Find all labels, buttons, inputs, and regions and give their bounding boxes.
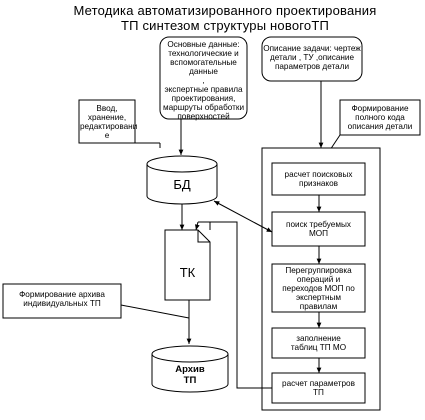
archive-cylinder	[151, 345, 229, 393]
tk-document-fold	[197, 230, 210, 243]
step-line: экспертным	[295, 293, 342, 302]
basic-data-box	[159, 36, 248, 120]
full-code-line: Формирование	[351, 104, 409, 113]
step-line: расчет параметров	[282, 379, 355, 388]
step-1-text: расчет поисковых признаков	[272, 170, 365, 188]
archive-line: Архив	[175, 364, 205, 375]
task-line: детали , ТУ ,описание	[269, 53, 355, 62]
input-storage-line: редактировани	[80, 122, 138, 131]
full-code-line: полного кода	[355, 113, 405, 122]
basic-data-line: поверхностей	[177, 112, 230, 121]
task-line: Описание задачи: чертеж	[263, 44, 361, 53]
basic-data-line: маршруты обработки	[162, 103, 245, 112]
full-code-text: Формирование полного кода описания детал…	[340, 104, 420, 131]
archive-form-line: Формирование архива	[19, 290, 105, 299]
step-line: поиск требуемых	[286, 220, 351, 229]
full-code-line: описания детали	[347, 122, 413, 131]
basic-data-line: экспертные правила	[164, 85, 243, 94]
step-box-5	[271, 372, 366, 404]
archive-line: ТП	[183, 375, 197, 386]
step-line: переходов МОП по	[282, 284, 355, 293]
archive-form-text: Формирование архива индивидуальных ТП	[3, 290, 121, 308]
task-description-text: Описание задачи: чертеж детали , ТУ ,опи…	[262, 44, 362, 71]
step-2-text: поиск требуемых МОП	[272, 220, 365, 238]
input-storage-line: Ввод,	[96, 104, 118, 113]
diagram-title-line-1: Методика автоматизированного проектирова…	[73, 3, 377, 18]
step-line: таблиц ТП МО	[290, 343, 347, 352]
basic-data-line: технологические и	[168, 49, 239, 58]
step-4-text: заполнение таблиц ТП МО	[272, 334, 365, 352]
step-line: заполнение	[296, 334, 341, 343]
basic-data-line: проектирования,	[171, 94, 236, 103]
input-storage-line: е	[104, 131, 110, 140]
archive-text: Архив ТП	[152, 364, 228, 386]
input-storage-callout	[78, 99, 136, 144]
basic-data-text: Основные данные: технологические и вспом…	[160, 40, 247, 121]
archive-form-leader	[120, 304, 190, 319]
basic-data-line: вспомогательные данные	[170, 58, 237, 76]
step-3-text: Перегруппировка операций и переходов МОП…	[272, 266, 365, 311]
step-box-3	[271, 263, 366, 313]
input-storage-text: Ввод, хранение, редактировани е	[80, 104, 138, 140]
step-line: расчет поисковых	[284, 170, 353, 179]
tk-document	[164, 229, 211, 301]
diagram-title-line-2: ТП синтезом структуры новогоТП	[120, 18, 330, 33]
basic-data-line: Основные данные:	[167, 40, 240, 49]
archive-form-line: индивидуальных ТП	[23, 299, 101, 308]
step-line: операций и	[296, 275, 341, 284]
step-line: признаков	[299, 179, 338, 188]
full-code-callout	[339, 99, 421, 136]
archive-form-callout	[2, 283, 122, 319]
step-line: Перегруппировка	[285, 266, 352, 275]
step-line: ТП	[313, 388, 324, 397]
step-5-text: расчет параметров ТП	[272, 379, 365, 397]
basic-data-line: ,	[202, 76, 205, 85]
task-description-box	[261, 36, 363, 82]
step-line: МОП	[308, 229, 329, 238]
db-label: БД	[173, 177, 191, 192]
task-line: параметров детали	[274, 62, 350, 71]
arrow-feedback-tip	[194, 221, 200, 231]
arrow-db-step2	[213, 200, 273, 233]
tk-label: ТК	[179, 265, 196, 280]
input-storage-line: хранение,	[87, 113, 127, 122]
step-line: правилам	[299, 302, 338, 311]
step-box-1	[271, 162, 366, 196]
db-cylinder	[146, 155, 218, 205]
